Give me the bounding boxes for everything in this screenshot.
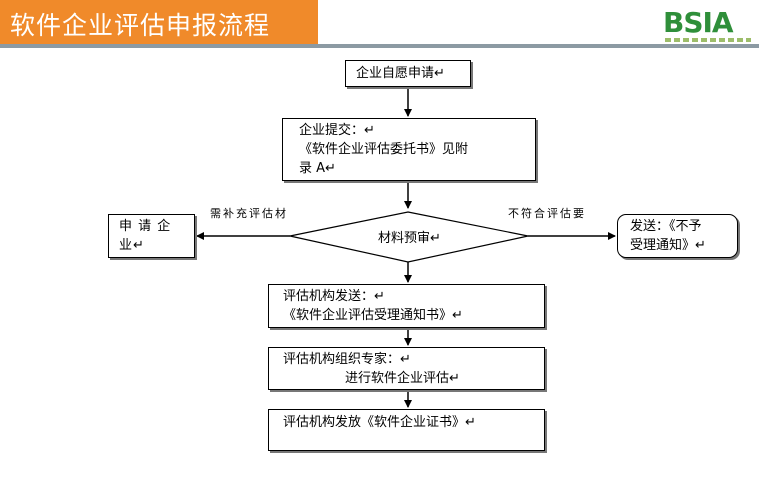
submit-line-1: 企业提交：↵	[299, 123, 375, 138]
submit-box: 企业提交：↵ 《软件企业评估委托书》见附 录 A↵	[282, 118, 536, 181]
left-result-line-2: 业↵	[119, 238, 145, 253]
start-box: 企业自愿申请↵	[345, 60, 471, 87]
slide-title: 软件企业评估申报流程	[10, 11, 271, 40]
send-line-1: 评估机构发送：↵	[283, 289, 385, 304]
bsia-logo: BSIA	[663, 8, 755, 44]
send-line-2: 《软件企业评估受理通知书》↵	[283, 308, 463, 323]
issue-box: 评估机构发放《软件企业证书》↵	[268, 409, 545, 451]
left-result-line-1: 申 请 企	[119, 219, 172, 234]
left-result-box: 申 请 企 业↵	[108, 214, 195, 258]
org-line-1: 评估机构组织专家：↵	[283, 352, 411, 367]
logo-text: BSIA	[663, 6, 734, 39]
submit-line-3: 录 A↵	[299, 161, 336, 176]
header-rule	[0, 44, 759, 48]
left-condition-label: 需补充评估材	[210, 207, 288, 220]
pre-review-label: 材料预审↵	[378, 231, 441, 246]
start-text: 企业自愿申请↵	[356, 66, 445, 81]
issue-text: 评估机构发放《软件企业证书》↵	[283, 415, 476, 430]
right-condition-label: 不符合评估要	[508, 207, 586, 220]
right-result-line-1: 发送：《不予	[630, 219, 702, 234]
logo-tagline-bar	[665, 38, 751, 42]
org-box: 评估机构组织专家：↵ 进行软件企业评估↵	[268, 347, 545, 390]
submit-line-2: 《软件企业评估委托书》见附	[299, 142, 469, 157]
right-result-line-2: 受理通知》↵	[630, 238, 706, 253]
right-result-box: 发送：《不予 受理通知》↵	[617, 214, 738, 258]
title-bar: 软件企业评估申报流程	[0, 0, 318, 44]
org-line-2: 进行软件企业评估↵	[345, 371, 460, 386]
send-box: 评估机构发送：↵ 《软件企业评估受理通知书》↵	[268, 284, 545, 328]
